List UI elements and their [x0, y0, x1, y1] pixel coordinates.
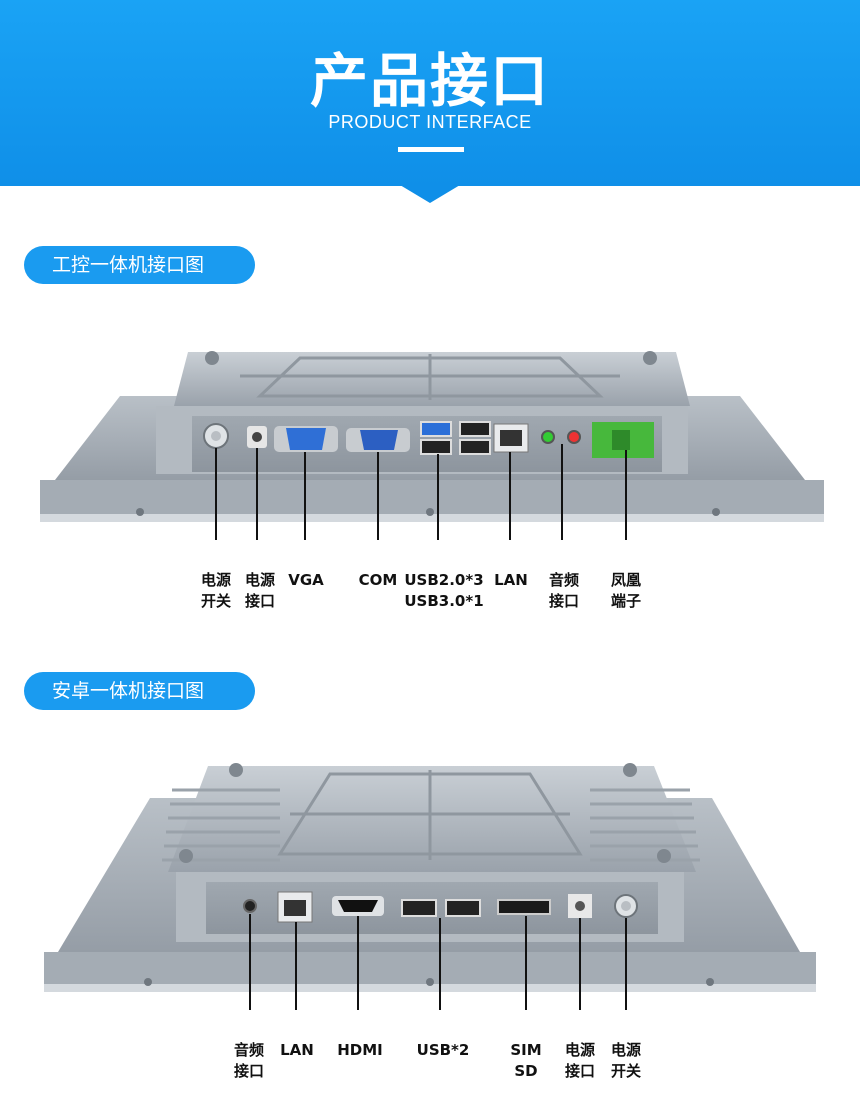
- port-label-lan: LAN: [280, 1041, 314, 1059]
- dc-jack-hole: [252, 432, 262, 442]
- screw-icon: [657, 849, 671, 863]
- screw-icon: [205, 351, 219, 365]
- leader-lines-2: [249, 914, 627, 1010]
- panel-bottom-lip: [44, 984, 816, 992]
- port-label-lan: LAN: [494, 571, 528, 589]
- port-label-audio: 音频接口: [233, 1041, 264, 1080]
- port-label-power-jack: 电源接口: [564, 1041, 595, 1080]
- audio-out-icon: [541, 430, 555, 444]
- industrial-pc-rear-image: [40, 351, 824, 540]
- screw-icon: [426, 508, 434, 516]
- power-switch-center: [621, 901, 631, 911]
- screw-icon: [706, 978, 714, 986]
- screw-icon: [179, 849, 193, 863]
- hdmi-port-icon: [338, 900, 378, 912]
- usb2-port-icon: [459, 421, 491, 437]
- screw-icon: [623, 763, 637, 777]
- heat-sink-grid: [277, 770, 583, 860]
- terminal-slot: [612, 430, 630, 450]
- heat-sink-grid: [240, 354, 620, 400]
- usb2-port-icon: [420, 439, 452, 455]
- usb2-port-icon: [459, 439, 491, 455]
- port-label-phoenix: 凤凰端子: [610, 571, 641, 610]
- page-subtitle: PRODUCT INTERFACE: [328, 112, 532, 132]
- screw-icon: [643, 351, 657, 365]
- screw-icon: [144, 978, 152, 986]
- android-pc-rear-image: [44, 763, 816, 1010]
- com-port-icon: [360, 430, 398, 450]
- port-label-audio: 音频接口: [548, 571, 579, 610]
- sim-sd-slot-icon: [497, 899, 551, 915]
- usb-port-icon: [445, 899, 481, 917]
- port-label-power-jack: 电源接口: [244, 571, 275, 610]
- audio-jack-icon: [243, 899, 257, 913]
- screw-icon: [136, 508, 144, 516]
- usb3-port-icon: [420, 421, 452, 437]
- panel-bottom-lip: [40, 514, 824, 522]
- screw-icon: [426, 978, 434, 986]
- port-label-power-switch: 电源开关: [200, 571, 231, 610]
- page-title: 产品接口: [309, 47, 550, 115]
- vga-port-icon: [286, 428, 326, 450]
- header-banner: 产品接口 PRODUCT INTERFACE: [0, 0, 860, 186]
- port-label-vga: VGA: [288, 571, 324, 589]
- screw-icon: [712, 508, 720, 516]
- leader-lines-1: [215, 444, 627, 540]
- usb-port-icon: [401, 899, 437, 917]
- audio-in-icon: [567, 430, 581, 444]
- section-title-industrial: 工控一体机接口图: [24, 246, 255, 284]
- heat-sink: [174, 352, 690, 406]
- heat-sink-fins: [162, 788, 700, 862]
- port-label-usb: USB*2: [416, 1041, 470, 1059]
- screw-icon: [229, 763, 243, 777]
- port-label-hdmi: HDMI: [337, 1041, 383, 1059]
- title-underline: [398, 147, 464, 152]
- section-title-android: 安卓一体机接口图: [24, 672, 255, 710]
- port-label-power-switch: 电源开关: [610, 1041, 641, 1080]
- header-pointer-triangle: [400, 185, 460, 203]
- lan-port-hole: [500, 430, 522, 446]
- lan-port-hole: [284, 900, 306, 916]
- heat-sink: [168, 766, 696, 872]
- power-switch-center: [211, 431, 221, 441]
- port-label-com: COM: [358, 571, 398, 589]
- dc-jack-hole: [575, 901, 585, 911]
